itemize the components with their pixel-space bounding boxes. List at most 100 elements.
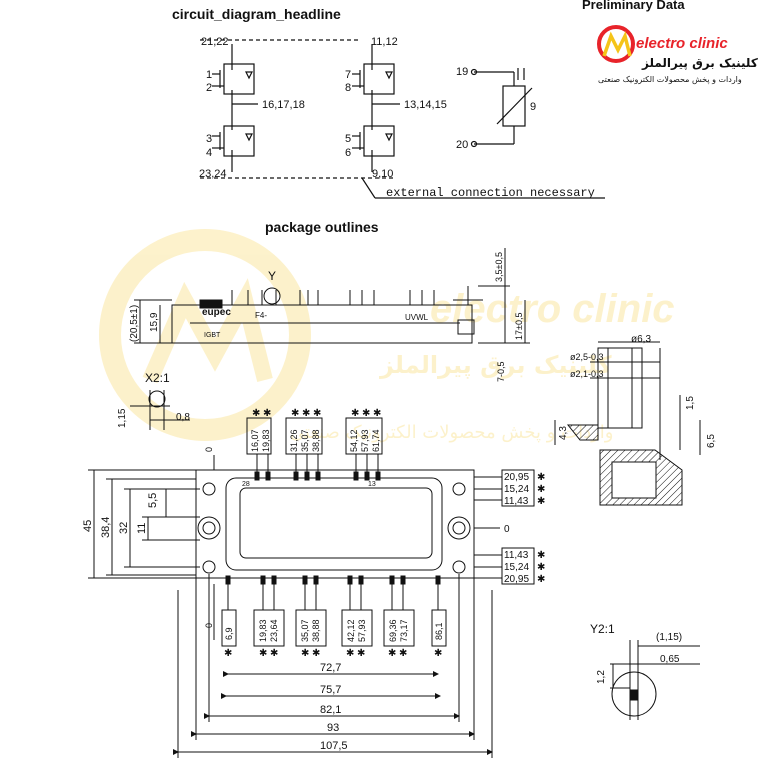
span-72-7: 72,7	[320, 662, 341, 674]
pins-16-17-18: 16,17,18	[262, 99, 305, 111]
dim-6-3: ø6,3	[631, 334, 651, 345]
dim-y-0-65: 0,65	[660, 654, 680, 665]
top-dim-35-07: 35,07	[300, 429, 310, 452]
svg-text:✱: ✱	[224, 648, 232, 659]
package-outlines-heading: package outlines	[265, 219, 379, 235]
pin-13-mark: 13	[368, 481, 376, 488]
logo-persian-subtitle: واردات و پخش محصولات الکترونیک صنعتی	[598, 75, 742, 84]
svg-text:✱: ✱	[537, 472, 545, 483]
top-dim-61-74: 61,74	[371, 429, 381, 452]
dim-4-3: 4,3	[558, 426, 569, 440]
right-dim-15-24-top: 15,24	[504, 484, 529, 495]
detail-y	[610, 640, 700, 720]
circuit-diagram	[200, 39, 605, 199]
svg-text:✱: ✱	[537, 562, 545, 573]
bottom-dim-23-64: 23,64	[269, 619, 279, 642]
left-dim-45: 45	[82, 520, 94, 532]
top-view-labels: 28 13 0 16,07 19,83 31,26 35,07 38,88 54…	[82, 429, 529, 752]
detail-x-label: X2:1	[145, 371, 170, 385]
dim-y-1-15: (1,15)	[656, 632, 682, 643]
watermark-logo: electro clinic کلینیک برق پیرالملز واردا…	[99, 229, 675, 443]
preliminary-data-heading: Preliminary Data	[582, 0, 685, 12]
svg-text:✱: ✱	[537, 484, 545, 495]
dim-6-5: 6,5	[706, 434, 717, 448]
uvwl-marking: UVWL	[405, 313, 429, 322]
bottom-dim-57-93: 57,93	[357, 619, 367, 642]
svg-text:✱: ✱	[351, 408, 359, 419]
watermark-persian-title: کلینیک برق پیرالملز	[379, 351, 612, 379]
pin-2: 2	[206, 82, 212, 94]
ntc-id: 9	[530, 101, 536, 113]
dim-2-5: ø2,5-0,3	[570, 352, 604, 362]
pin-7: 7	[345, 69, 351, 81]
top-dim-54-12: 54,12	[349, 429, 359, 452]
bottom-dim-73-17: 73,17	[399, 619, 409, 642]
svg-text:✱: ✱	[399, 648, 407, 659]
pin-detail-section	[554, 341, 701, 506]
svg-text:✱: ✱	[301, 648, 309, 659]
right-dim-11-43-top: 11,43	[504, 496, 529, 507]
ntc-pin-20: 20	[456, 139, 468, 151]
pins-21-22: 21,22	[201, 36, 229, 48]
svg-text:✱: ✱	[312, 648, 320, 659]
f4-marking: F4-	[255, 311, 267, 320]
watermark-persian-subtitle: واردات و پخش محصولات الکترونیک صنعتی	[290, 422, 613, 443]
eupec-brand: eupec	[202, 307, 231, 318]
watermark-brand: electro clinic	[430, 287, 675, 331]
pin-1: 1	[206, 69, 212, 81]
bottom-dim-69-36: 69,36	[388, 619, 398, 642]
pin-6: 6	[345, 147, 351, 159]
dim-3-5: 3,5±0,5	[494, 252, 504, 282]
pins-13-14-15: 13,14,15	[404, 99, 447, 111]
span-75-7: 75,7	[320, 684, 341, 696]
right-dim-20-95-top: 20,95	[504, 472, 529, 483]
side-view	[134, 248, 530, 344]
dim-20-5: (20,5±1)	[129, 305, 140, 342]
svg-text:✱: ✱	[537, 496, 545, 507]
circuit-labels: 21,22 11,12 1 2 3 4 5 6 7 8 16,17,18 13,…	[199, 36, 595, 200]
pins-9-10: 9,10	[372, 168, 393, 180]
igbt-marking: IGBT	[204, 332, 221, 339]
bottom-dim-6-9: 6,9	[224, 627, 234, 640]
bottom-dim-35-07: 35,07	[300, 619, 310, 642]
logo-persian-title: کلینیک برق پیرالملز	[641, 56, 758, 70]
svg-text:✱: ✱	[291, 408, 299, 419]
detail-x	[130, 390, 190, 430]
pin-5: 5	[345, 133, 351, 145]
pin-detail-labels: ø6,3 ø2,5-0,3 ø2,1-0,3 1,5 4,3 6,5	[558, 334, 717, 448]
svg-text:✱: ✱	[357, 648, 365, 659]
svg-text:✱: ✱	[373, 408, 381, 419]
right-dim-zero: 0	[504, 524, 510, 535]
dim-17: 17±0,5	[514, 313, 524, 340]
span-82-1: 82,1	[320, 704, 341, 716]
dim-2-1: ø2,1-0,3	[570, 369, 604, 379]
left-dim-5-5: 5,5	[147, 493, 159, 508]
svg-text:✱: ✱	[252, 408, 260, 419]
svg-text:✱: ✱	[346, 648, 354, 659]
svg-text:✱: ✱	[263, 408, 271, 419]
bottom-dim-86-1: 86,1	[434, 622, 444, 640]
svg-text:✱: ✱	[434, 648, 442, 659]
detail-y-label: Y2:1	[590, 622, 615, 636]
top-view	[88, 417, 535, 758]
logo-wave-icon	[602, 30, 632, 57]
pin-28-mark: 28	[242, 481, 250, 488]
dim-1-5: 1,5	[685, 396, 696, 410]
top-dim-38-88: 38,88	[311, 429, 321, 452]
logo-ring-icon	[597, 25, 635, 63]
right-dim-15-24-bottom: 15,24	[504, 562, 529, 573]
right-dim-11-43-bottom: 11,43	[504, 550, 529, 561]
top-dim-57-93: 57,93	[360, 429, 370, 452]
top-dim-19-83: 19,83	[261, 429, 271, 452]
svg-text:✱: ✱	[388, 648, 396, 659]
dim-x-0-8: 0,8	[176, 412, 190, 423]
svg-text:✱: ✱	[537, 550, 545, 561]
dim-y-1-2: 1,2	[596, 670, 607, 684]
company-logo: electro clinic کلینیک برق پیرالملز واردا…	[594, 18, 762, 90]
left-dim-11: 11	[136, 523, 148, 534]
top-dim-16-07: 16,07	[250, 429, 260, 452]
svg-text:✱: ✱	[259, 648, 267, 659]
view-label-y: Y	[268, 269, 276, 283]
